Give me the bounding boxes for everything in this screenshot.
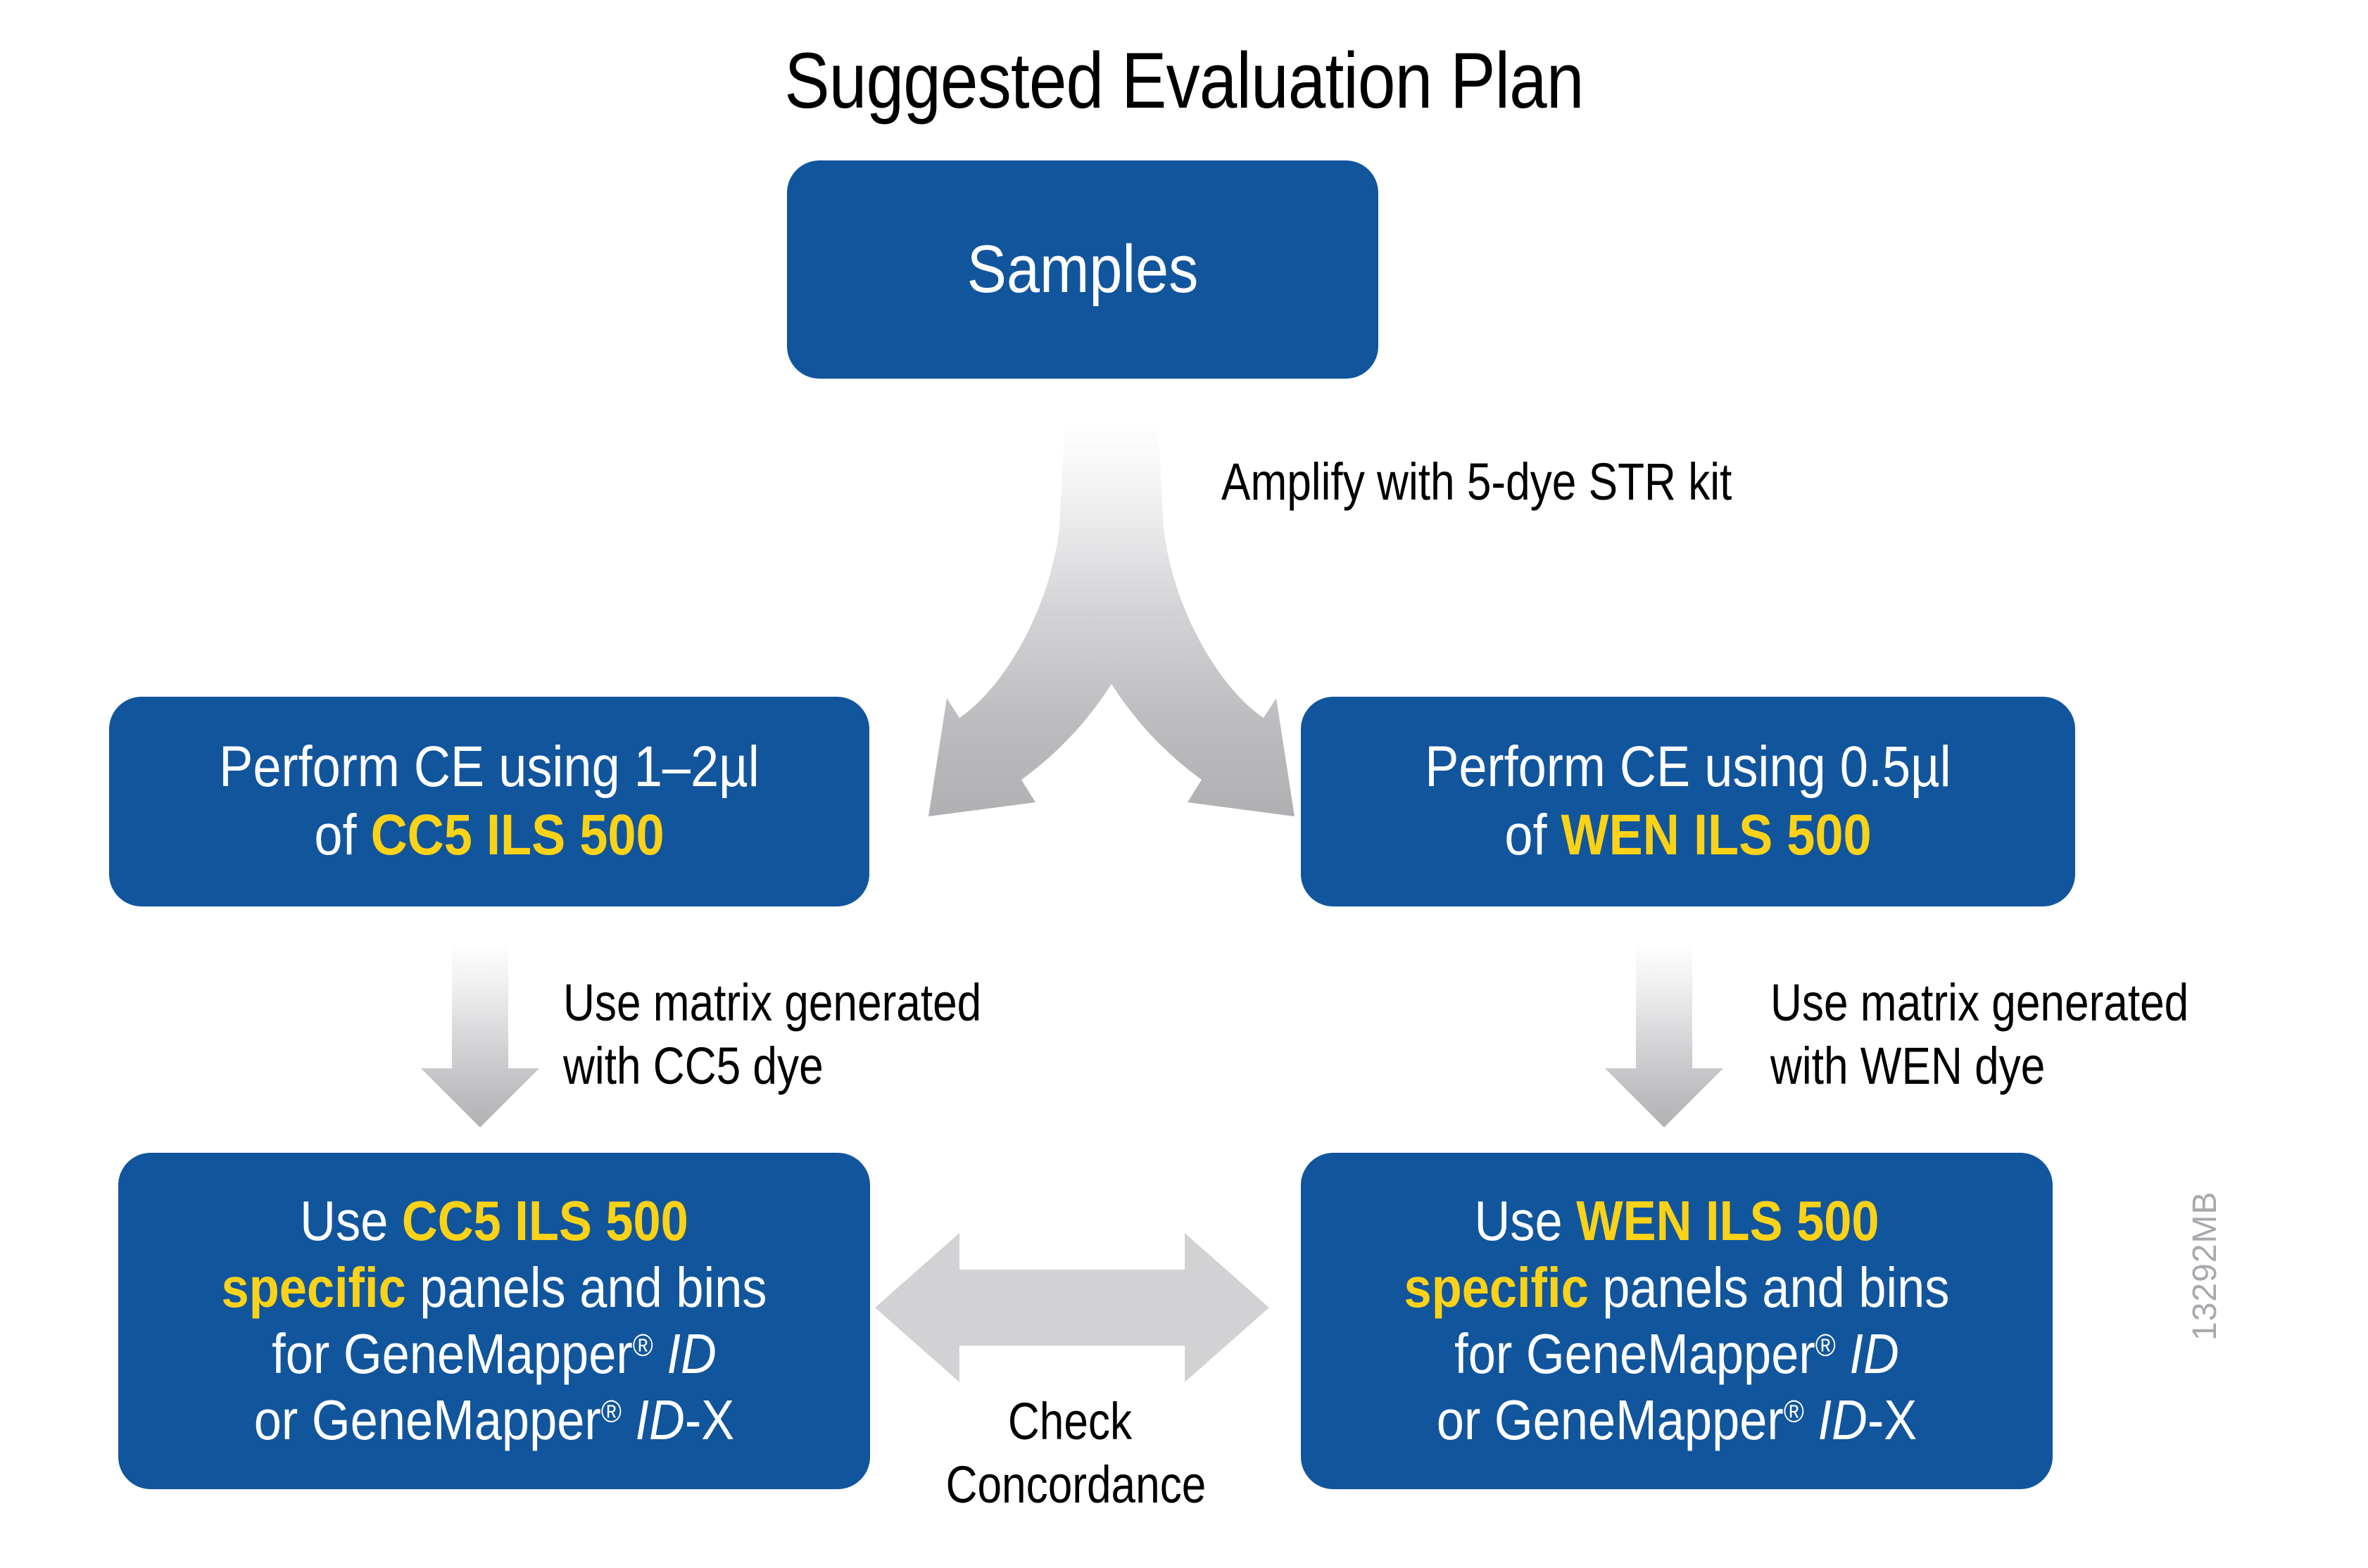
box-panels-left-line2-highlight: specific [221, 1256, 406, 1319]
box-ce-right-line2-highlight: WEN ILS 500 [1561, 803, 1872, 867]
box-panels-right-line2: specific panels and bins [1359, 1255, 1996, 1321]
box-samples-label: Samples [966, 232, 1199, 308]
registered-mark-icon: ® [600, 1393, 622, 1429]
box-panels-right-line4-italic: ID [1818, 1389, 1868, 1452]
box-panels-left-line3-prefix: for GeneMapper [272, 1322, 633, 1385]
box-ce-right-line1: Perform CE using 0.5µl [1425, 735, 1951, 799]
box-panels-left-line1-highlight: CC5 ILS 500 [401, 1189, 688, 1253]
arrow-down-icon-left [421, 943, 539, 1127]
box-panels-right-line4-prefix: or GeneMapper [1436, 1389, 1784, 1452]
box-samples[interactable]: Samples [787, 160, 1378, 379]
caption-check-concordance: Check Concordance [945, 1392, 1207, 1515]
box-panels-wen[interactable]: Use WEN ILS 500 specific panels and bins… [1301, 1153, 2053, 1489]
document-code-watermark: 13292MB [2186, 1191, 2224, 1341]
box-panels-right-line3-prefix: for GeneMapper [1454, 1322, 1815, 1385]
box-panels-left-line3: for GeneMapper® ID [176, 1321, 813, 1387]
box-perform-ce-wen[interactable]: Perform CE using 0.5µl of WEN ILS 500 [1301, 697, 2075, 906]
box-panels-right-line1-prefix: Use [1474, 1189, 1577, 1253]
box-panels-right-line4: or GeneMapper® ID-X [1359, 1387, 1996, 1453]
box-panels-left-line3-italic: ID [667, 1322, 717, 1385]
box-panels-left-line2-suffix: panels and bins [405, 1256, 767, 1319]
box-panels-right-line3-italic: ID [1849, 1322, 1899, 1385]
caption-matrix-cc5: Use matrix generated with CC5 dye [563, 973, 982, 1096]
box-panels-left-line4: or GeneMapper® ID-X [176, 1387, 813, 1453]
box-ce-left-line1: Perform CE using 1–2µl [219, 735, 760, 799]
box-panels-left-line1-prefix: Use [300, 1189, 402, 1253]
caption-matrix-wen: Use matrix generated with WEN dye [1770, 973, 2189, 1096]
box-ce-left-line2: of CC5 ILS 500 [167, 802, 811, 870]
arrow-down-icon-right [1605, 943, 1723, 1127]
box-ce-left-line2-highlight: CC5 ILS 500 [370, 803, 665, 867]
registered-mark-icon: ® [632, 1327, 653, 1363]
box-panels-left-line4-prefix: or GeneMapper [253, 1389, 601, 1452]
box-perform-ce-cc5[interactable]: Perform CE using 1–2µl of CC5 ILS 500 [109, 697, 869, 906]
box-panels-right-line1-highlight: WEN ILS 500 [1576, 1189, 1879, 1253]
registered-mark-icon: ® [1815, 1327, 1836, 1363]
box-ce-right-line2: of WEN ILS 500 [1360, 802, 2017, 870]
registered-mark-icon: ® [1783, 1393, 1804, 1429]
box-panels-right-line2-suffix: panels and bins [1588, 1256, 1950, 1319]
box-panels-right-line1: Use WEN ILS 500 [1359, 1188, 1996, 1254]
box-panels-left-line4-italic: ID [635, 1389, 685, 1452]
box-panels-right-line2-highlight: specific [1404, 1256, 1589, 1319]
split-arrow-down-icon [869, 422, 1404, 845]
page-title: Suggested Evaluation Plan [784, 37, 1584, 125]
box-panels-left-line2: specific panels and bins [176, 1255, 813, 1321]
box-panels-right-line4-suffix: -X [1867, 1389, 1917, 1452]
box-panels-cc5[interactable]: Use CC5 ILS 500 specific panels and bins… [118, 1153, 870, 1489]
box-panels-left-line4-suffix: -X [684, 1389, 735, 1452]
box-panels-left-line1: Use CC5 ILS 500 [176, 1188, 813, 1254]
caption-amplify: Amplify with 5-dye STR kit [1221, 453, 1732, 511]
box-panels-right-line3: for GeneMapper® ID [1359, 1321, 1996, 1387]
box-ce-left-line2-prefix: of [314, 803, 371, 867]
box-ce-right-line2-prefix: of [1504, 803, 1561, 867]
double-headed-arrow-icon [875, 1233, 1269, 1382]
